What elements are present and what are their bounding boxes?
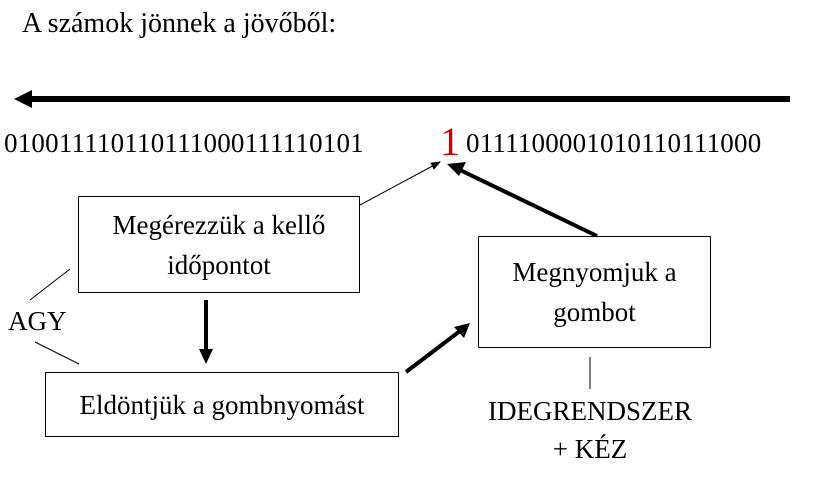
press-button-box: Megnyomjuk a gombot <box>478 236 711 348</box>
sense-moment-line2: időpontot <box>167 249 271 280</box>
brain-label: AGY <box>8 306 67 336</box>
sense-moment-box: Megérezzük a kellő időpontot <box>78 196 360 293</box>
sense-to-decide-arrow-head <box>199 349 213 364</box>
press-button-line2: gombot <box>553 297 636 327</box>
bits-past: 010011110110111000111110101 <box>4 128 364 158</box>
press-to-bit-arrow <box>459 168 598 238</box>
brain-connector-lower <box>34 341 80 365</box>
decide-to-press-arrow-head <box>454 323 470 338</box>
nervous-system-line2: + KÉZ <box>552 434 628 464</box>
sense-to-bit-arrow <box>346 161 441 213</box>
nervous-system-label: IDEGRENDSZER + KÉZ <box>462 392 718 468</box>
press-to-bit-arrow-head <box>447 162 466 176</box>
bits-future: 0111100001010110111000 <box>466 128 762 158</box>
time-arrow-head <box>14 90 32 108</box>
nervous-system-line1: IDEGRENDSZER <box>488 396 692 426</box>
brain-connector-upper <box>29 268 71 301</box>
decide-to-press-arrow <box>404 329 462 374</box>
decide-press-text: Eldöntjük a gombnyomást <box>79 389 365 420</box>
decide-press-box: Eldöntjük a gombnyomást <box>45 372 399 437</box>
diagram-title: A számok jönnek a jövőből: <box>22 8 337 39</box>
sense-moment-line1: Megérezzük a kellő <box>112 209 326 240</box>
press-button-line1: Megnyomjuk a <box>512 257 677 287</box>
highlighted-bit: 1 <box>440 119 460 164</box>
